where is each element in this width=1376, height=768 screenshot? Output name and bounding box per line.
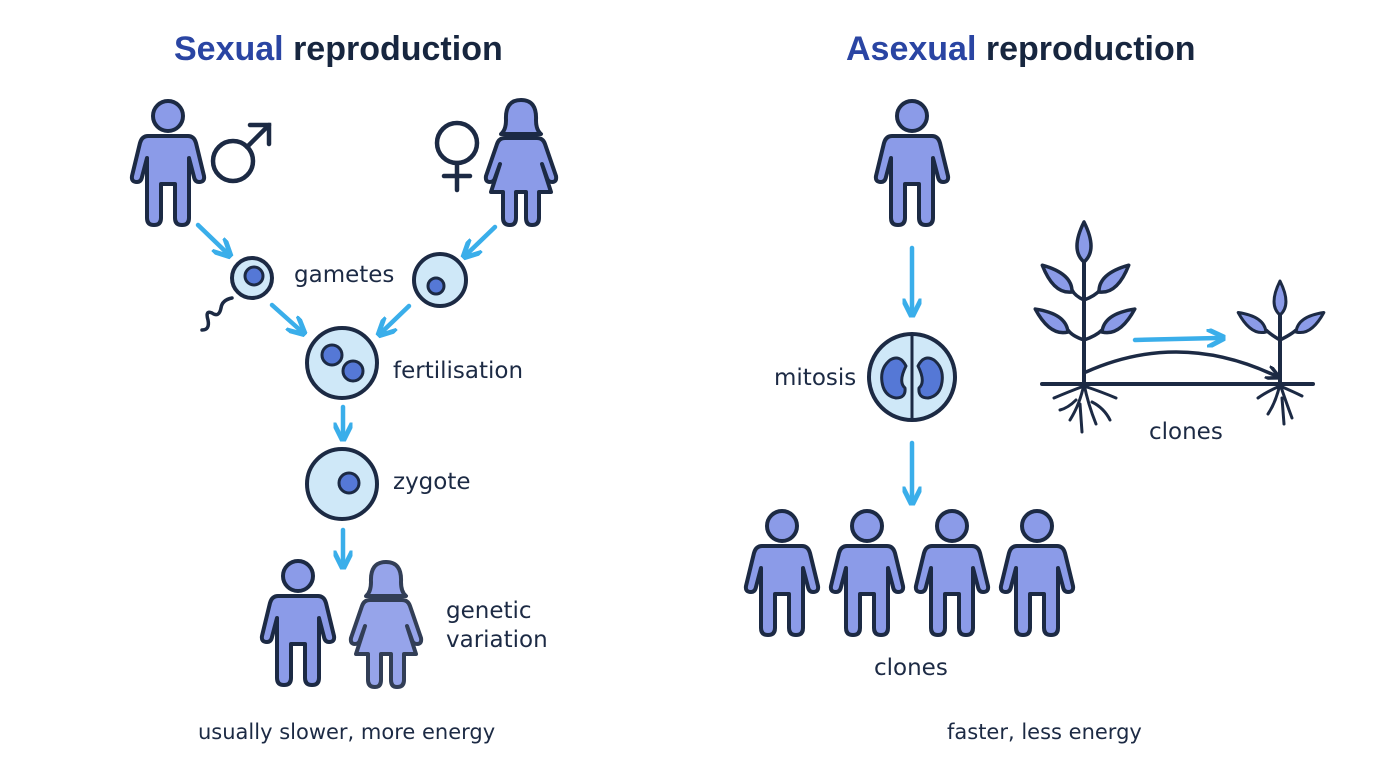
clone-person-icon: [743, 509, 821, 637]
clone-person-1: [743, 509, 821, 637]
egg-cell-icon: [412, 252, 468, 308]
clone-person-3: [913, 509, 991, 637]
female-person-icon: [483, 98, 559, 227]
male-symbol-icon: [210, 122, 272, 184]
clone-person-icon: [913, 509, 991, 637]
parent-plant-icon: [1029, 220, 1141, 434]
sexual-footer: usually slower, more energy: [198, 720, 496, 744]
zygote-cell-icon: [305, 447, 379, 521]
arrow-sperm-to-fertilisation: [269, 302, 300, 330]
sexual-reproduction-title: Sexual reproduction: [174, 30, 503, 69]
offspring-female: [348, 560, 424, 689]
label-clones-plant: clones: [1149, 419, 1223, 445]
label-gametes: gametes: [294, 262, 395, 288]
plant-blue-arrow: [1132, 338, 1218, 340]
clone-person-2: [828, 509, 906, 637]
arrow-female-to-egg: [468, 224, 498, 253]
sperm-cell-icon: [200, 256, 274, 332]
parent-female: [483, 98, 559, 227]
asexual-title-accent: Asexual: [846, 30, 977, 68]
label-genetic-variation-line1: genetic: [446, 598, 532, 624]
offspring-male: [259, 559, 337, 687]
label-fertilisation: fertilisation: [393, 358, 524, 384]
sexual-title-accent: Sexual: [174, 30, 284, 68]
female-symbol-icon: [434, 120, 480, 193]
asexual-reproduction-title: Asexual reproduction: [846, 30, 1196, 69]
runner-arrow: [1084, 350, 1276, 376]
sexual-title-rest: reproduction: [283, 30, 503, 68]
arrow-egg-to-fertilisation: [383, 303, 412, 331]
offspring-female-person-icon: [348, 560, 424, 689]
arrow-male-to-sperm: [195, 222, 226, 252]
parent-male: [129, 99, 207, 227]
asexual-parent: [873, 99, 951, 227]
asexual-parent-person-icon: [873, 99, 951, 227]
male-person-icon: [129, 99, 207, 227]
fertilisation-cell-icon: [305, 326, 379, 400]
clone-person-icon: [998, 509, 1076, 637]
offspring-male-person-icon: [259, 559, 337, 687]
asexual-footer: faster, less energy: [947, 720, 1142, 744]
asexual-title-rest: reproduction: [976, 30, 1196, 68]
clone-plant-icon: [1233, 279, 1329, 426]
mitosis-cell-icon: [867, 332, 957, 422]
clone-person-icon: [828, 509, 906, 637]
label-mitosis: mitosis: [774, 365, 857, 391]
label-genetic-variation-line2: variation: [446, 627, 548, 653]
label-clones-people: clones: [874, 655, 948, 681]
plant-cloning-scene: [1029, 220, 1329, 434]
clone-person-4: [998, 509, 1076, 637]
label-zygote: zygote: [393, 469, 471, 495]
